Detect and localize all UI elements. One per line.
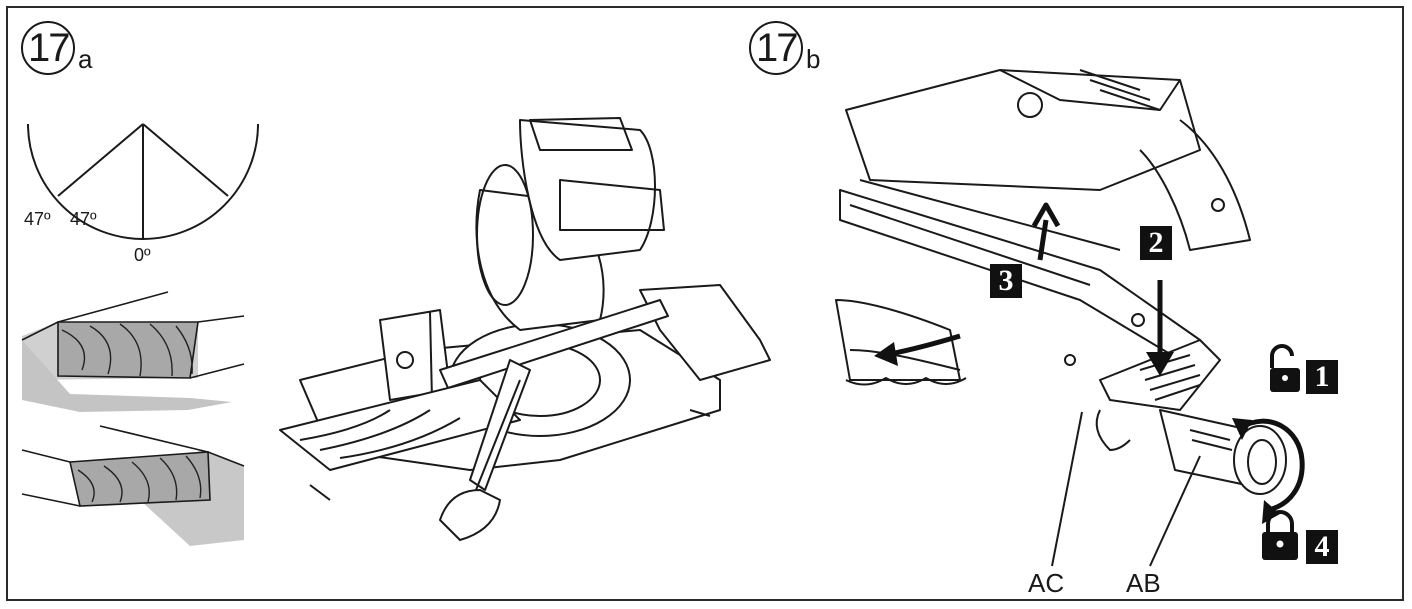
angle-label-left: 47º (24, 209, 51, 229)
angle-diagram (27, 123, 259, 240)
figure-letter-b: b (806, 44, 821, 74)
rotate-arrow-icon (1232, 418, 1305, 524)
callout-ab: AB (1126, 568, 1161, 598)
left-arrow-icon (874, 333, 961, 366)
step-badge-3: 3 (990, 264, 1022, 298)
angle-label-right: 47º (70, 209, 97, 229)
step-badge-1: 1 (1306, 360, 1338, 394)
callout-ac: AC (1028, 568, 1065, 598)
locked-padlock-icon (1262, 510, 1298, 560)
angle-label-center: 0º (134, 245, 151, 265)
step-badge-4: 4 (1306, 530, 1338, 564)
down-arrow-icon (1146, 280, 1174, 376)
miter-saw-illustration (279, 117, 771, 541)
step-badge-2: 2 (1140, 226, 1172, 260)
figure-number-circle-b (749, 21, 803, 75)
figure-frame (6, 6, 1404, 601)
figure-number-b: 17 (756, 26, 798, 70)
wood-block-mitre (21, 425, 245, 546)
up-arrow-icon (1031, 202, 1061, 261)
figure-letter-a: a (78, 44, 93, 74)
mitre-lock-illustration (835, 69, 1287, 567)
unlocked-padlock-icon (1270, 344, 1300, 392)
wood-block-bevel (21, 291, 245, 412)
figure-number-circle-a (21, 21, 75, 75)
figure-number-a: 17 (28, 26, 70, 70)
